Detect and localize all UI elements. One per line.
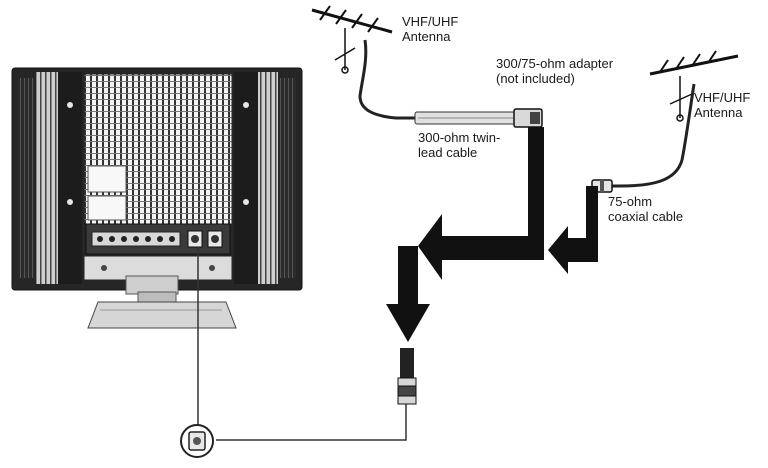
right-antenna-label: VHF/UHF Antenna — [694, 90, 751, 120]
flow-arrow-from-coax — [548, 186, 598, 274]
tv-back-icon — [11, 67, 303, 291]
tv-stand — [87, 275, 237, 329]
antenna-icon — [311, 5, 393, 74]
right-antenna-lead — [610, 83, 696, 188]
coax-to-input-wire — [216, 402, 407, 441]
twin-lead-label: 300-ohm twin- lead cable — [418, 130, 501, 160]
coaxial-label: 75-ohm coaxial cable — [608, 194, 684, 224]
coax-plug-icon — [397, 348, 417, 405]
left-antenna-lead — [358, 39, 416, 120]
adapter-icon — [513, 108, 543, 128]
flow-arrow-from-adapter — [418, 127, 544, 280]
adapter-label: 300/75-ohm adapter (not included) — [496, 56, 614, 86]
antenna-input-icon — [180, 424, 214, 458]
left-antenna-label: VHF/UHF Antenna — [402, 14, 459, 44]
antenna-icon — [649, 50, 739, 122]
flow-arrow-down — [386, 246, 430, 342]
twin-lead-cable — [414, 111, 521, 125]
